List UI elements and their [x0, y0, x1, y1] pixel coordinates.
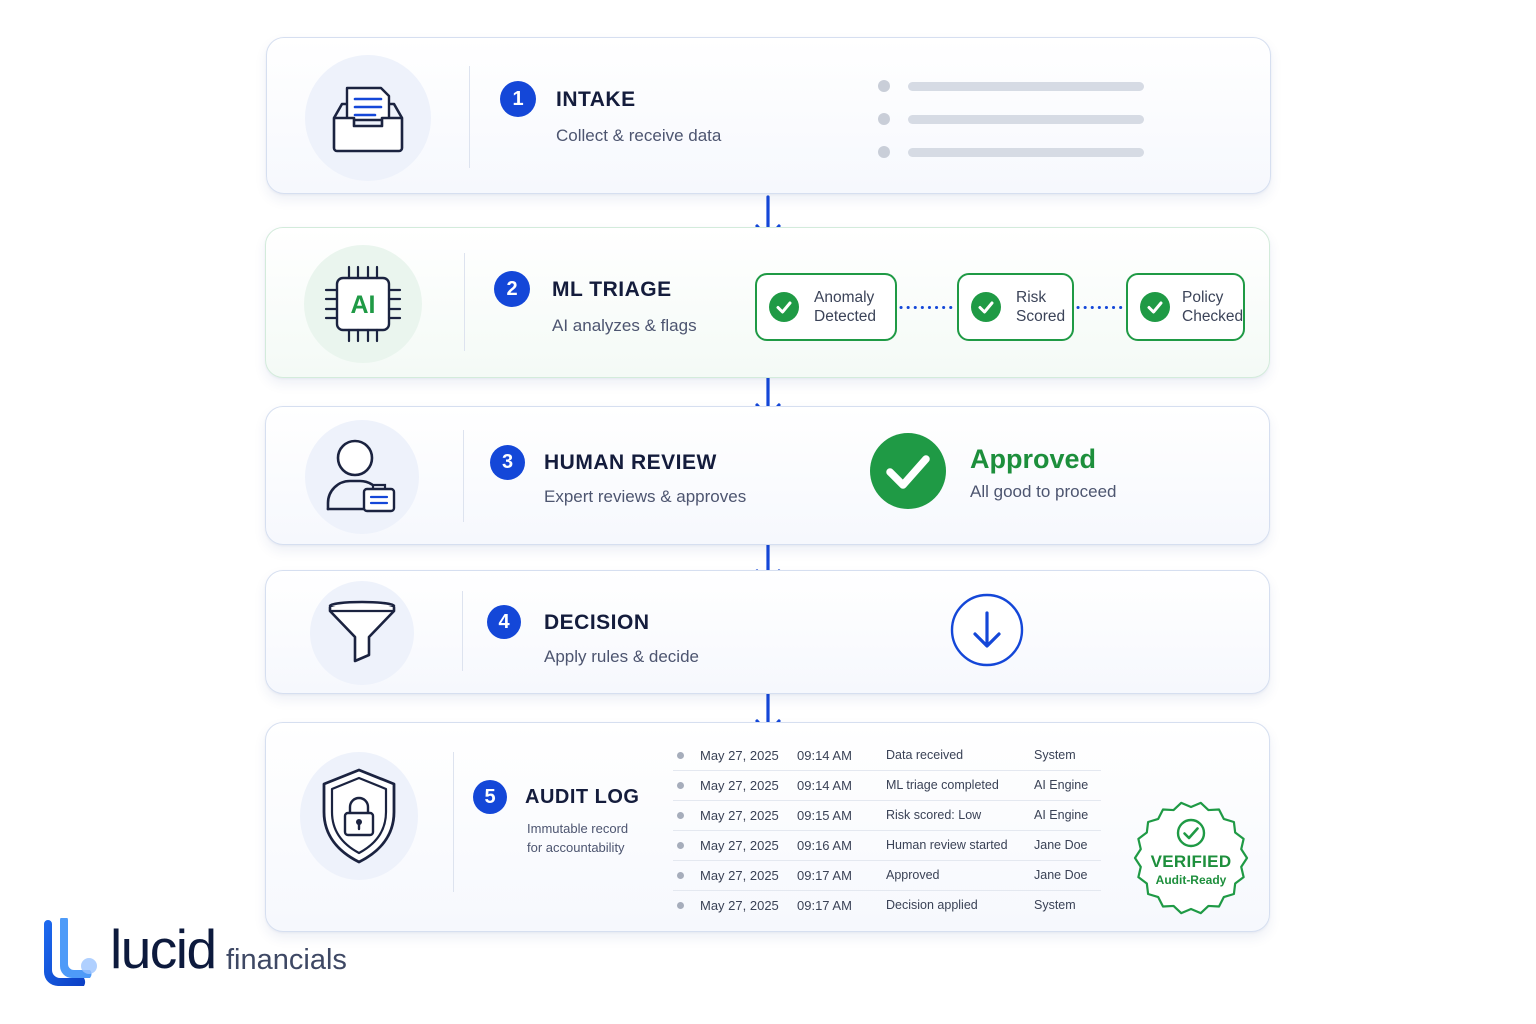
- seal-subtitle: Audit-Ready: [1155, 873, 1227, 887]
- approved-check-icon: [870, 433, 946, 509]
- log-event: Data received: [886, 748, 964, 762]
- step-title: INTAKE: [556, 88, 636, 111]
- step-title: AUDIT LOG: [525, 786, 640, 808]
- step-title: DECISION: [544, 611, 650, 634]
- divider: [463, 430, 464, 522]
- log-time: 09:17 AM: [797, 868, 852, 883]
- log-time: 09:14 AM: [797, 748, 852, 763]
- step-card-audit-log: [265, 722, 1270, 932]
- placeholder-bullet: [878, 80, 890, 92]
- divider: [464, 253, 465, 351]
- table-row: May 27, 2025 09:14 AM Data received Syst…: [673, 741, 1101, 771]
- seal-title: VERIFIED: [1150, 852, 1232, 871]
- audit-icon-circle: [300, 752, 418, 880]
- divider: [469, 66, 470, 168]
- row-bullet: [677, 812, 684, 819]
- step-number-badge: 3: [490, 445, 525, 480]
- log-actor: AI Engine: [1034, 778, 1089, 792]
- log-actor: Jane Doe: [1034, 868, 1088, 882]
- log-actor: System: [1034, 898, 1076, 912]
- decision-icon-circle: [310, 581, 414, 685]
- row-bullet: [677, 872, 684, 879]
- verified-seal-icon: [1133, 801, 1249, 915]
- log-date: May 27, 2025: [700, 808, 779, 823]
- brand-name: lucid: [110, 918, 217, 980]
- row-bullet: [677, 782, 684, 789]
- brand-suffix: financials: [226, 944, 347, 976]
- step-subtitle: AI analyzes & flags: [552, 316, 697, 335]
- status-subtitle: All good to proceed: [970, 482, 1117, 501]
- divider: [462, 591, 463, 671]
- log-time: 09:16 AM: [797, 838, 852, 853]
- placeholder-line: [908, 148, 1144, 157]
- divider: [453, 752, 454, 892]
- step-card-human-review: [265, 406, 1270, 545]
- step-number-badge: 1: [500, 81, 536, 117]
- dotted-connector: [1076, 306, 1124, 309]
- log-date: May 27, 2025: [700, 778, 779, 793]
- placeholder-bullet: [878, 146, 890, 158]
- reviewer-person-icon: [326, 439, 396, 513]
- arrow-down-circle-icon: [950, 593, 1024, 667]
- step-number-badge: 4: [487, 605, 521, 639]
- checkmark-icon: [971, 292, 1001, 322]
- log-date: May 27, 2025: [700, 898, 779, 913]
- step-subtitle: Expert reviews & approves: [544, 487, 747, 506]
- row-bullet: [677, 752, 684, 759]
- log-time: 09:15 AM: [797, 808, 852, 823]
- log-date: May 27, 2025: [700, 838, 779, 853]
- human-review-icon-circle: [305, 420, 419, 534]
- log-event: ML triage completed: [886, 778, 999, 792]
- status-title: Approved: [970, 444, 1097, 474]
- step-number-badge: 5: [473, 780, 507, 814]
- log-date: May 27, 2025: [700, 868, 779, 883]
- log-event: Risk scored: Low: [886, 808, 982, 822]
- log-actor: AI Engine: [1034, 808, 1089, 822]
- placeholder-bullet: [878, 113, 890, 125]
- table-row: May 27, 2025 09:14 AM ML triage complete…: [673, 771, 1101, 801]
- placeholder-line: [908, 115, 1144, 124]
- step-number-badge: 2: [494, 271, 530, 307]
- checkmark-icon: [1140, 292, 1170, 322]
- ml-triage-icon-circle: AI: [304, 245, 422, 363]
- step-card-decision: [265, 570, 1270, 694]
- log-event: Approved: [886, 868, 940, 882]
- log-actor: Jane Doe: [1034, 838, 1088, 852]
- intake-icon-circle: [305, 55, 431, 181]
- table-row: May 27, 2025 09:17 AM Decision applied S…: [673, 891, 1101, 920]
- audit-log-table: May 27, 2025 09:14 AM Data received Syst…: [673, 741, 1101, 920]
- ai-chip-icon: AI: [324, 265, 402, 343]
- dotted-connector: [899, 306, 955, 309]
- chip-label: AI: [351, 291, 376, 319]
- table-row: May 27, 2025 09:15 AM Risk scored: Low A…: [673, 801, 1101, 831]
- table-row: May 27, 2025 09:16 AM Human review start…: [673, 831, 1101, 861]
- log-time: 09:14 AM: [797, 778, 852, 793]
- lucid-logo-mark: [44, 918, 97, 986]
- step-subtitle: Collect & receive data: [556, 126, 722, 145]
- step-subtitle: Apply rules & decide: [544, 647, 699, 666]
- row-bullet: [677, 902, 684, 909]
- step-title: ML TRIAGE: [552, 278, 672, 301]
- log-time: 09:17 AM: [797, 898, 852, 913]
- table-row: May 27, 2025 09:17 AM Approved Jane Doe: [673, 861, 1101, 891]
- inbox-tray-icon: [332, 86, 404, 153]
- step-title: HUMAN REVIEW: [544, 451, 717, 474]
- log-actor: System: [1034, 748, 1076, 762]
- shield-lock-icon: [322, 768, 396, 864]
- log-date: May 27, 2025: [700, 748, 779, 763]
- row-bullet: [677, 842, 684, 849]
- checkmark-icon: [769, 292, 799, 322]
- placeholder-line: [908, 82, 1144, 91]
- log-event: Decision applied: [886, 898, 978, 912]
- log-event: Human review started: [886, 838, 1008, 852]
- funnel-icon: [328, 600, 396, 663]
